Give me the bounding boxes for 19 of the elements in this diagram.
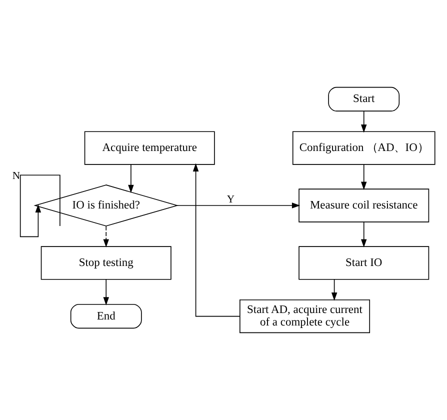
edge-label: Y [226,194,235,206]
arrow [103,226,109,248]
arrow [103,279,109,306]
node-box: Start [328,86,400,112]
node-box: Start AD, acquire current of a complete cycle [240,299,370,334]
node-box: Configuration （AD、IO） [292,131,436,165]
edge-label: N [12,170,20,182]
node-box: Stop testing [40,246,172,280]
node-box: Acquire temperature [84,131,215,165]
arrow [331,279,338,301]
arrow [360,110,367,133]
arrow [360,222,367,248]
arrow [176,202,300,208]
arrow [192,163,240,317]
node-box: Measure coil resistance [298,188,430,222]
arrow [128,164,134,194]
arrow [360,164,367,190]
node-box: Start IO [298,246,430,280]
node-box: End [70,304,142,329]
